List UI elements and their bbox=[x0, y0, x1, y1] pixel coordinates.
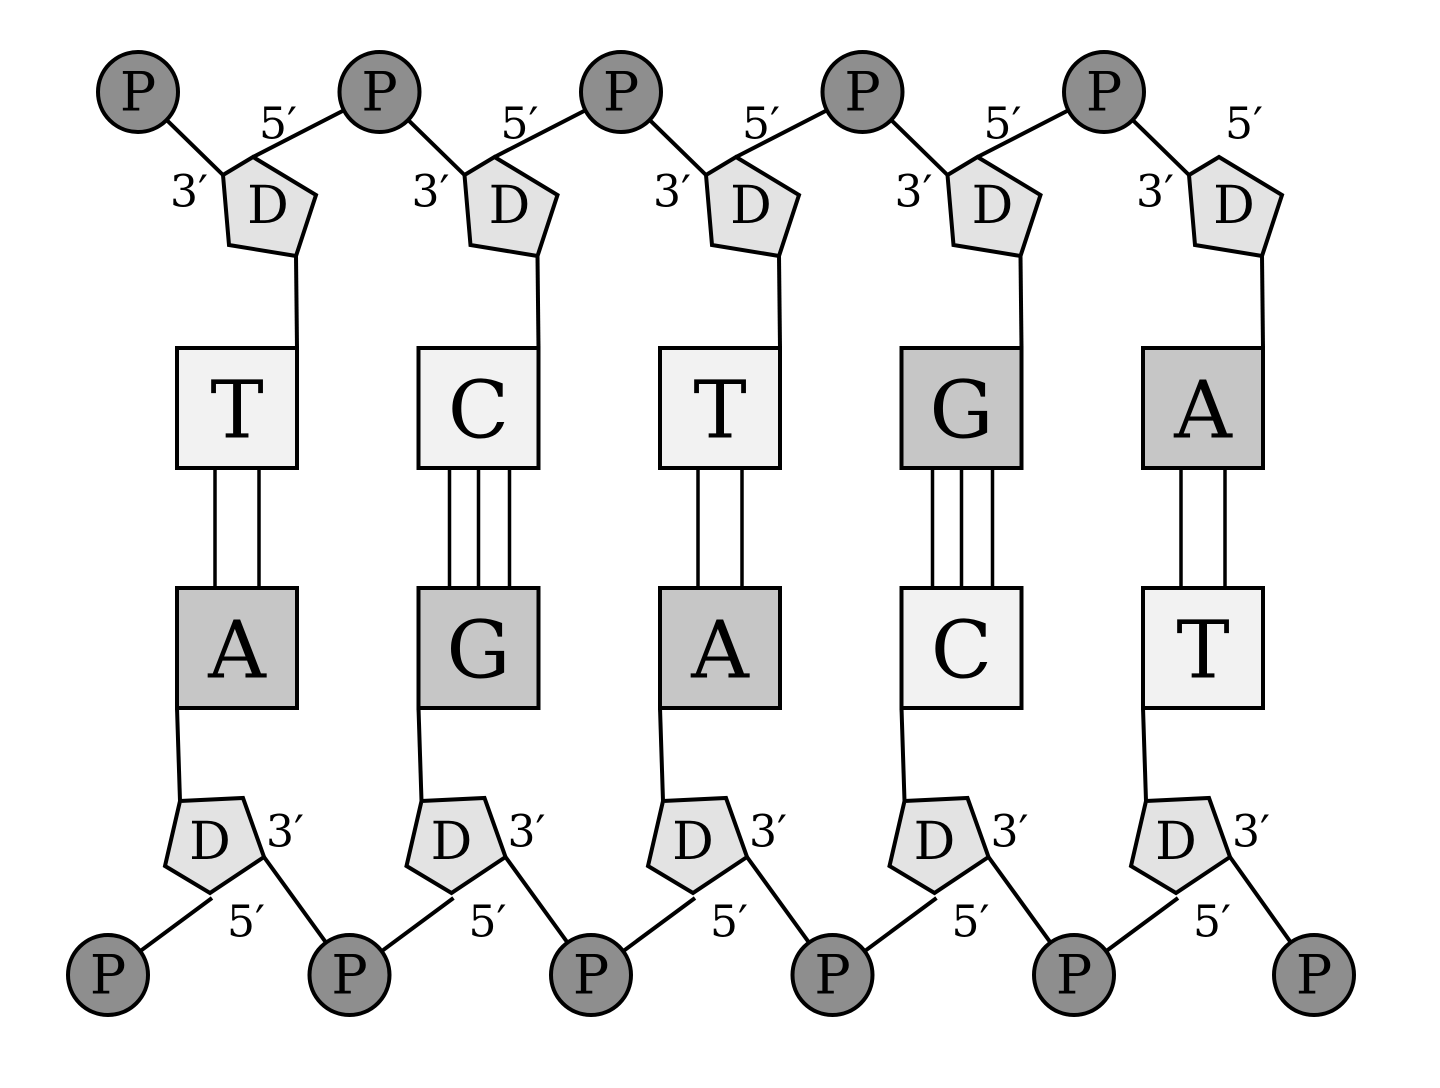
bottom-base-label: A bbox=[690, 604, 750, 697]
top-base-box bbox=[416, 346, 541, 470]
five-prime-label: 5′ bbox=[1225, 99, 1263, 150]
deoxyribose-pentagon bbox=[404, 795, 508, 896]
five-prime-label: 5′ bbox=[742, 99, 780, 150]
deoxyribose-label: D bbox=[730, 176, 772, 236]
phosphate-label: P bbox=[1296, 944, 1332, 1007]
deoxyribose-label: D bbox=[489, 176, 531, 236]
three-prime-label: 3′ bbox=[749, 807, 787, 858]
deoxyribose-pentagon bbox=[887, 795, 991, 896]
top-base-box bbox=[175, 346, 299, 470]
top-base-label: G bbox=[930, 364, 994, 457]
phosphate-circle bbox=[96, 50, 180, 134]
five-prime-label: 5′ bbox=[469, 897, 507, 948]
three-prime-label: 3′ bbox=[170, 167, 208, 218]
deoxyribose-pentagon bbox=[645, 795, 750, 896]
glycosidic-bond bbox=[1018, 255, 1024, 349]
deoxyribose-label: D bbox=[914, 812, 956, 872]
phosphate-circle bbox=[66, 933, 150, 1017]
phosphate-label: P bbox=[331, 944, 367, 1007]
bottom-base-label: G bbox=[447, 604, 511, 697]
top-base-label: C bbox=[448, 364, 509, 457]
phosphate-label: P bbox=[90, 944, 126, 1007]
bottom-base-box bbox=[416, 586, 541, 710]
bottom-base-label: A bbox=[207, 604, 267, 697]
molecule-shapes bbox=[66, 50, 1356, 1017]
glycosidic-bond bbox=[899, 707, 907, 802]
phosphate-circle bbox=[579, 50, 663, 134]
deoxyribose-pentagon bbox=[162, 795, 267, 896]
top-base-label: T bbox=[693, 364, 746, 457]
top-base-box bbox=[1141, 346, 1265, 470]
deoxyribose-pentagon bbox=[703, 154, 802, 259]
deoxyribose-label: D bbox=[1155, 812, 1197, 872]
phosphate-label: P bbox=[361, 61, 397, 124]
glycosidic-bond bbox=[175, 707, 182, 802]
five-prime-label: 5′ bbox=[259, 99, 297, 150]
phosphate-label: P bbox=[603, 61, 639, 124]
three-prime-label: 3′ bbox=[1136, 167, 1174, 218]
deoxyribose-pentagon bbox=[1186, 154, 1285, 259]
three-prime-label: 3′ bbox=[991, 807, 1029, 858]
five-prime-label: 5′ bbox=[710, 897, 748, 948]
glycosidic-bond bbox=[416, 707, 424, 802]
deoxyribose-pentagon bbox=[945, 154, 1043, 259]
three-prime-label: 3′ bbox=[508, 807, 546, 858]
three-prime-label: 3′ bbox=[895, 167, 933, 218]
glycosidic-bond bbox=[1260, 255, 1265, 349]
glycosidic-bond bbox=[535, 255, 541, 349]
five-prime-label: 5′ bbox=[952, 897, 990, 948]
phosphate-circle bbox=[1062, 50, 1146, 134]
glycosidic-bond bbox=[658, 707, 665, 802]
phosphate-circle bbox=[820, 50, 905, 134]
deoxyribose-label: D bbox=[972, 176, 1014, 236]
phosphate-label: P bbox=[120, 61, 156, 124]
phosphate-label: P bbox=[844, 61, 880, 124]
top-base-box bbox=[899, 346, 1024, 470]
deoxyribose-label: D bbox=[672, 812, 714, 872]
five-prime-label: 5′ bbox=[501, 99, 539, 150]
phosphate-label: P bbox=[814, 944, 850, 1007]
five-prime-label: 5′ bbox=[227, 897, 265, 948]
phosphate-label: P bbox=[1086, 61, 1122, 124]
glycosidic-bond bbox=[1141, 707, 1148, 802]
deoxyribose-label: D bbox=[431, 812, 473, 872]
bottom-base-label: C bbox=[931, 604, 992, 697]
bottom-base-box bbox=[658, 586, 782, 710]
three-prime-label: 3′ bbox=[1232, 807, 1270, 858]
three-prime-label: 3′ bbox=[412, 167, 450, 218]
phosphate-circle bbox=[1032, 933, 1116, 1017]
bottom-base-label: T bbox=[1176, 604, 1229, 697]
deoxyribose-label: D bbox=[189, 812, 231, 872]
five-prime-label: 5′ bbox=[984, 99, 1022, 150]
three-prime-label: 3′ bbox=[266, 807, 304, 858]
backbone-lines bbox=[106, 90, 1316, 977]
bottom-base-box bbox=[175, 586, 299, 710]
three-prime-label: 3′ bbox=[653, 167, 691, 218]
bottom-base-box bbox=[899, 586, 1024, 710]
top-base-label: T bbox=[210, 364, 263, 457]
deoxyribose-pentagon bbox=[220, 154, 319, 259]
phosphate-circle bbox=[337, 50, 422, 134]
phosphate-circle bbox=[307, 933, 392, 1017]
phosphate-circle bbox=[549, 933, 633, 1017]
glycosidic-bond bbox=[294, 255, 299, 349]
top-base-box bbox=[658, 346, 782, 470]
phosphate-circle bbox=[790, 933, 875, 1017]
phosphate-label: P bbox=[1056, 944, 1092, 1007]
deoxyribose-pentagon bbox=[1128, 795, 1233, 896]
top-base-label: A bbox=[1173, 364, 1233, 457]
deoxyribose-pentagon bbox=[462, 154, 560, 259]
glycosidic-bond bbox=[777, 255, 782, 349]
deoxyribose-label: D bbox=[247, 176, 289, 236]
phosphate-label: P bbox=[573, 944, 609, 1007]
bottom-base-box bbox=[1141, 586, 1265, 710]
phosphate-circle bbox=[1272, 933, 1356, 1017]
deoxyribose-label: D bbox=[1213, 176, 1255, 236]
five-prime-label: 5′ bbox=[1193, 897, 1231, 948]
